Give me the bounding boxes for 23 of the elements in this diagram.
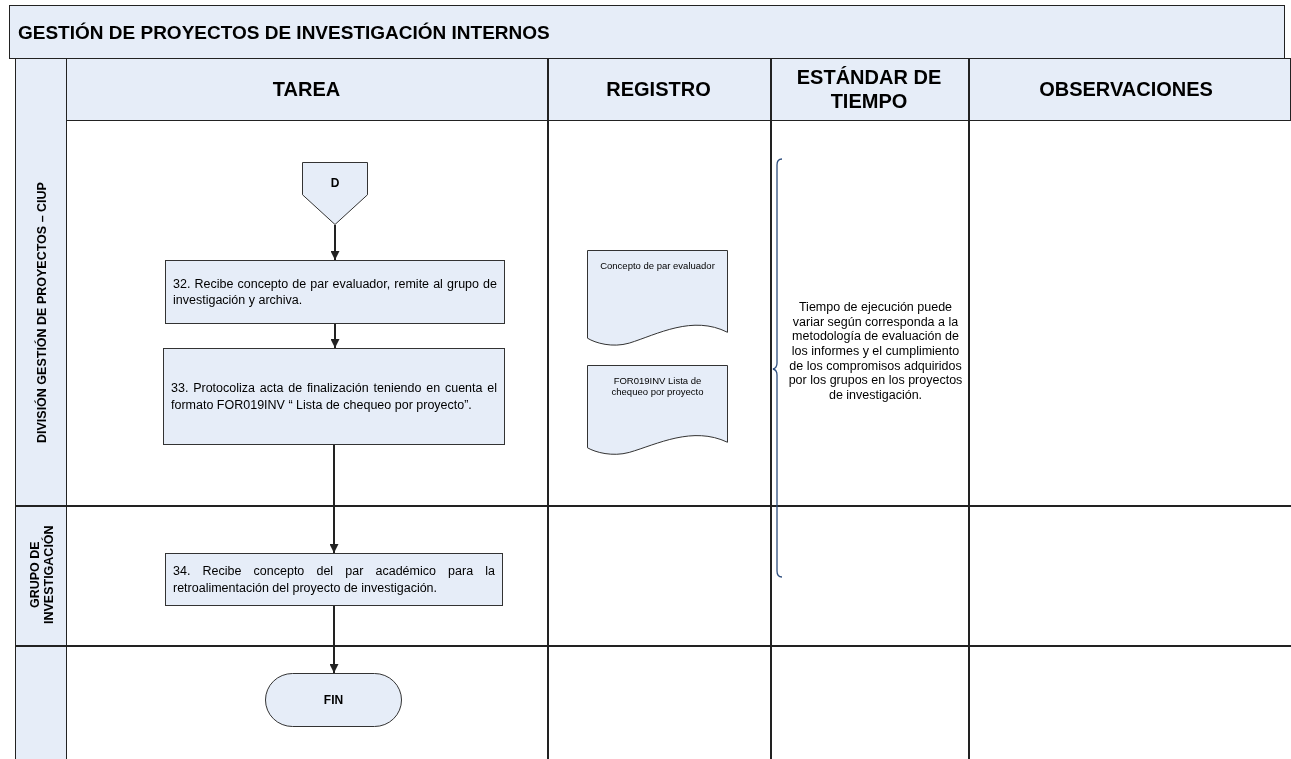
document-shape	[587, 365, 728, 457]
column-header: TAREA	[272, 77, 341, 101]
arrow	[330, 323, 340, 349]
process-box: 32. Recibe concepto de par evaluador, remite al grupo de investigación y archiva.	[165, 260, 505, 324]
off-page-connector	[302, 162, 368, 225]
terminator-shape	[265, 673, 402, 727]
document-shape	[587, 250, 728, 348]
shape-text: FIN	[323, 692, 344, 708]
column-header: OBSERVACIONES	[1039, 77, 1213, 101]
lane-label: GRUPO DE INVESTIGACIÓN	[26, 524, 57, 627]
lane-label: DIVISIÓN GESTIÓN DE PROYECTOS – CIUP	[33, 181, 50, 445]
shape-text: D	[330, 175, 340, 191]
process-box: 34. Recibe concepto del par académico para la retroalimentación del proyecto de investigación.	[165, 553, 503, 606]
diagram-title: GESTIÓN DE PROYECTOS DE INVESTIGACIÓN INTERNOS	[18, 22, 550, 44]
time-note: Tiempo de ejecución puede variar según corresponda a la metodología de evaluación de los informes y el cumplimiento de los compromisos adquiridos por los grupos en los proyectos de investigación.	[788, 300, 963, 403]
shape-text: Concepto de par evaluador	[599, 259, 716, 272]
arrow	[330, 224, 340, 261]
arrow	[329, 444, 339, 554]
process-box: 33. Protocoliza acta de finalización teniendo en cuenta el formato FOR019INV “ Lista de chequeo por proyecto”.	[163, 348, 505, 445]
column-header: REGISTRO	[606, 77, 711, 101]
arrow	[329, 605, 339, 674]
shape-text: FOR019INV Lista de chequeo por proyecto	[610, 374, 705, 398]
column-header: ESTÁNDAR DE TIEMPO	[795, 65, 943, 113]
